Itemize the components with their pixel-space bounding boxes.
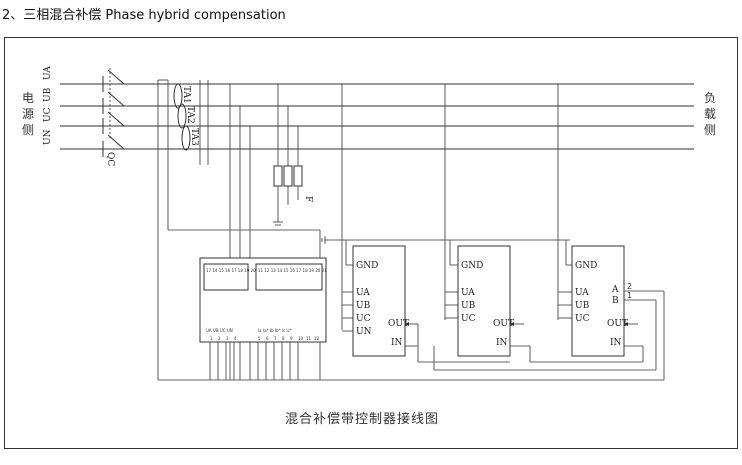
diagram-frame bbox=[4, 37, 738, 449]
terminal-4: 4 bbox=[234, 336, 237, 341]
module-1-ua: UA bbox=[356, 288, 370, 298]
terminal-10: 10 bbox=[298, 336, 304, 341]
controller-top-numbers-left: 17 14 15 16 17 18 19 20 bbox=[206, 268, 256, 273]
terminal-12: 12 bbox=[314, 336, 320, 341]
module-1-gnd: GND bbox=[356, 261, 378, 271]
module-3-comm-b: B bbox=[612, 296, 619, 306]
controller-bottom-labels-right: Ia Ia* Ib Ib* Ic Ic* bbox=[258, 328, 292, 333]
module-1-un: UN bbox=[356, 327, 372, 337]
module-2-gnd: GND bbox=[461, 261, 483, 271]
module-1-out: OUT bbox=[388, 319, 409, 329]
terminal-3: 3 bbox=[226, 336, 229, 341]
controller-terminal-numbers: 1 2 3 4 5 6 7 8 9 10 11 12 bbox=[210, 336, 320, 341]
module-3-ua: UA bbox=[575, 288, 589, 298]
module-3-out: OUT bbox=[607, 319, 628, 329]
module-3-ub: UB bbox=[575, 301, 590, 311]
module-3: GND UA UB UC A B OUT IN 2 1 bbox=[557, 84, 664, 357]
terminal-7: 7 bbox=[274, 336, 277, 341]
page-heading: 2、三相混合补偿 Phase hybrid compensation bbox=[2, 8, 286, 23]
controller-bottom-labels-left: UA UB UC UN bbox=[206, 328, 233, 333]
terminal-8: 8 bbox=[282, 336, 285, 341]
terminal-1: 1 bbox=[210, 336, 213, 341]
breaker-qc: QC bbox=[102, 68, 125, 166]
terminal-9: 9 bbox=[290, 336, 293, 341]
line-label-ub: UB bbox=[43, 87, 53, 102]
source-side-char-3: 侧 bbox=[22, 123, 34, 137]
current-transformers: TA1 TA2 TA3 bbox=[157, 79, 321, 380]
module-2-ua: UA bbox=[461, 288, 475, 298]
load-side-char-3: 侧 bbox=[704, 123, 716, 137]
line-label-uc: UC bbox=[43, 107, 53, 122]
line-label-un: UN bbox=[43, 129, 53, 145]
bus-lines bbox=[60, 83, 694, 150]
breaker-label: QC bbox=[105, 152, 115, 166]
module-1-in: IN bbox=[391, 338, 403, 348]
load-side-char-2: 载 bbox=[704, 107, 716, 121]
module-3-comm-a: A bbox=[611, 285, 619, 295]
module-2-uc: UC bbox=[461, 314, 476, 324]
terminal-2: 2 bbox=[218, 336, 221, 341]
terminal-5: 5 bbox=[258, 336, 261, 341]
module-2-in: IN bbox=[496, 338, 508, 348]
module-3-comm-number-2: 2 bbox=[627, 282, 632, 291]
module-1-uc: UC bbox=[356, 314, 371, 324]
module-3-uc: UC bbox=[575, 314, 590, 324]
source-side-char-1: 电 bbox=[22, 91, 34, 105]
controller: 17 14 15 16 17 18 19 20 11 12 13 14 15 1… bbox=[158, 257, 330, 381]
fuse-block: F bbox=[273, 165, 313, 226]
ta2-label: TA2 bbox=[185, 106, 195, 124]
load-side-char-1: 负 bbox=[704, 91, 716, 105]
module-2: GND UA UB UC OUT IN bbox=[444, 84, 514, 357]
source-side-char-2: 源 bbox=[22, 107, 34, 121]
ta1-label: TA1 bbox=[181, 86, 191, 104]
terminal-6: 6 bbox=[266, 336, 269, 341]
signal-chain bbox=[330, 291, 665, 381]
fuse-label: F bbox=[303, 196, 313, 202]
diagram-caption: 混合补偿带控制器接线图 bbox=[285, 411, 439, 427]
module-3-comm-number-1: 1 bbox=[627, 291, 632, 300]
module-2-out: OUT bbox=[493, 319, 514, 329]
ta3-label: TA3 bbox=[189, 128, 199, 146]
module-3-gnd: GND bbox=[575, 261, 597, 271]
line-label-ua: UA bbox=[43, 66, 53, 80]
terminal-11: 11 bbox=[306, 336, 312, 341]
module-1-ub: UB bbox=[356, 301, 371, 311]
module-3-in: IN bbox=[610, 338, 622, 348]
module-1: GND UA UB UC UN OUT IN bbox=[341, 84, 409, 357]
gnd-bus bbox=[321, 236, 570, 244]
controller-top-numbers-right: 11 12 13 14 15 16 17 18 19 20 21 bbox=[258, 268, 327, 273]
module-2-ub: UB bbox=[461, 301, 476, 311]
